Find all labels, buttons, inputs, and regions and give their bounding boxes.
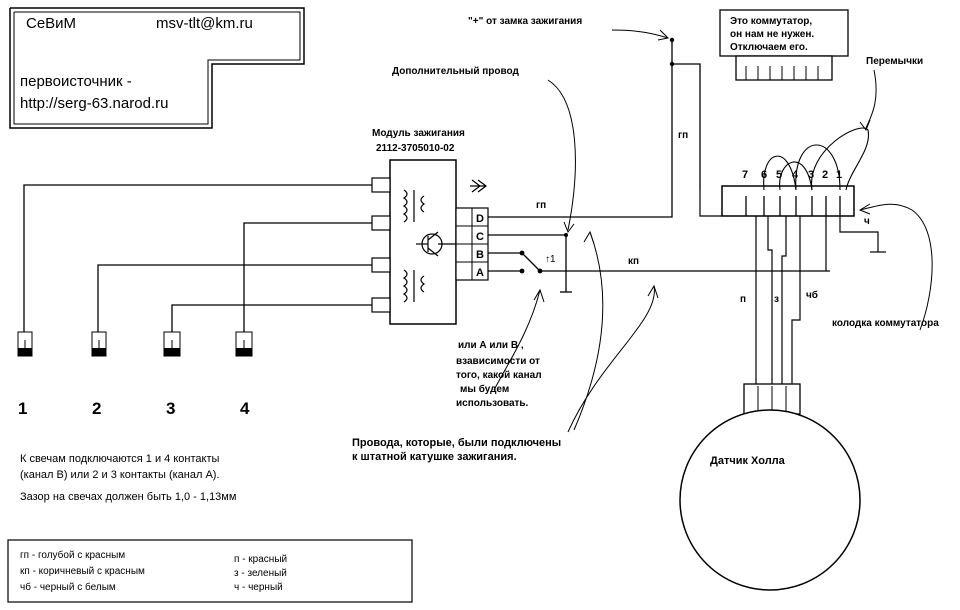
pin-7: 7 — [742, 169, 748, 181]
ignition-module: Модуль зажигания 2112-3705010-02 D C B A — [371, 128, 489, 325]
color-legend: гп - голубой с красным кп - коричневый с… — [7, 539, 413, 603]
switch-mark: ↑1 — [545, 254, 556, 265]
terminal-wires — [488, 40, 830, 293]
connector-label: колодка коммутатора — [832, 318, 939, 329]
commutator-connector: 7 6 5 4 3 2 1 — [721, 169, 855, 217]
wire-label-ch: ч — [864, 216, 870, 227]
hall-sensor-label: Датчик Холла — [710, 455, 786, 467]
module-part-number: 2112-3705010-02 — [376, 143, 455, 154]
note-line1: К свечам подключаются 1 и 4 контакты — [20, 453, 219, 465]
terminal-a: A — [476, 267, 484, 279]
commutator-note-line2: он нам не нужен. — [730, 29, 814, 40]
hall-wires — [699, 190, 886, 390]
channel-note-line5: использовать. — [456, 398, 529, 409]
coil-symbols — [402, 189, 426, 303]
note-line2: (канал В) или 2 и 3 контакты (канал А). — [20, 469, 220, 481]
plug-label-4: 4 — [240, 399, 250, 418]
note-line3: Зазор на свечах должен быть 1,0 - 1,13мм — [20, 491, 236, 503]
wire-label-kp: кп — [628, 256, 639, 267]
junction-dots — [519, 37, 675, 274]
wire-label-p: п — [740, 294, 746, 305]
ignition-label: "+" от замка зажигания — [468, 16, 582, 27]
commutator-note-line3: Отключаем его. — [730, 42, 808, 53]
terminal-b: B — [476, 249, 484, 261]
module-title: Модуль зажигания — [372, 128, 465, 139]
terminal-c: C — [476, 231, 484, 243]
old-wires-note-line1: Провода, которые, были подключены — [352, 437, 561, 449]
source-url: http://serg-63.narod.ru — [20, 95, 168, 112]
plug-label-3: 3 — [166, 399, 175, 418]
wire-label-chb: чб — [806, 289, 818, 301]
channel-note-line2: взависимости от — [456, 356, 540, 367]
pin-4: 4 — [792, 169, 799, 181]
wire-label-z: з — [774, 294, 779, 305]
wire-label-gp: гп — [536, 200, 546, 211]
channel-note: или А или В , взависимости от того, како… — [456, 340, 542, 409]
pin-2: 2 — [822, 169, 828, 181]
transistor-symbol — [416, 231, 456, 257]
spark-plug-1 — [17, 331, 33, 357]
commutator-note-line1: Это коммутатор, — [730, 16, 812, 27]
hv-outputs — [371, 177, 391, 313]
hall-sensor: Датчик Холла — [679, 383, 861, 591]
legend-left-1: гп - голубой с красным — [20, 549, 125, 561]
spark-plug-2 — [91, 331, 107, 357]
jumper-loops — [763, 127, 869, 191]
channel-note-line4: мы будем — [460, 383, 509, 395]
annotation-arrows — [493, 29, 933, 433]
legend-left-3: чб - черный с белым — [20, 581, 116, 593]
spark-plug-4 — [235, 331, 253, 357]
legend-right-1: п - красный — [234, 554, 287, 565]
old-wires-note-line2: к штатной катушке зажигания. — [352, 451, 517, 463]
terminal-d: D — [476, 213, 484, 225]
commutator-note: Это коммутатор, он нам не нужен. Отключа… — [719, 9, 849, 81]
module-body — [389, 159, 457, 325]
wire-label-gp-vertical: гп — [678, 130, 688, 141]
header-box: СеВиМ msv-tlt@km.ru первоисточник - http… — [9, 7, 305, 129]
jumpers-label: Перемычки — [866, 56, 923, 67]
legend-right-3: ч - черный — [234, 582, 283, 593]
plug-label-1: 1 — [18, 399, 27, 418]
extra-wire-label: Дополнительный провод — [392, 66, 520, 77]
plug-label-2: 2 — [92, 399, 101, 418]
channel-note-line1: или А или В , — [458, 340, 524, 351]
spark-plug-3 — [163, 331, 181, 357]
pin-5: 5 — [776, 169, 782, 181]
channel-note-line3: того, какой канал — [456, 370, 542, 381]
pin-3: 3 — [808, 169, 814, 181]
spark-plugs: 1 2 3 4 — [17, 331, 253, 418]
legend-left-2: кп - коричневый с красным — [20, 566, 145, 577]
plug-wires — [23, 184, 372, 332]
source-label: первоисточник - — [20, 73, 132, 90]
email-text: msv-tlt@km.ru — [156, 15, 253, 32]
legend-right-2: з - зеленый — [234, 568, 287, 579]
author-text: СеВиМ — [26, 15, 76, 32]
